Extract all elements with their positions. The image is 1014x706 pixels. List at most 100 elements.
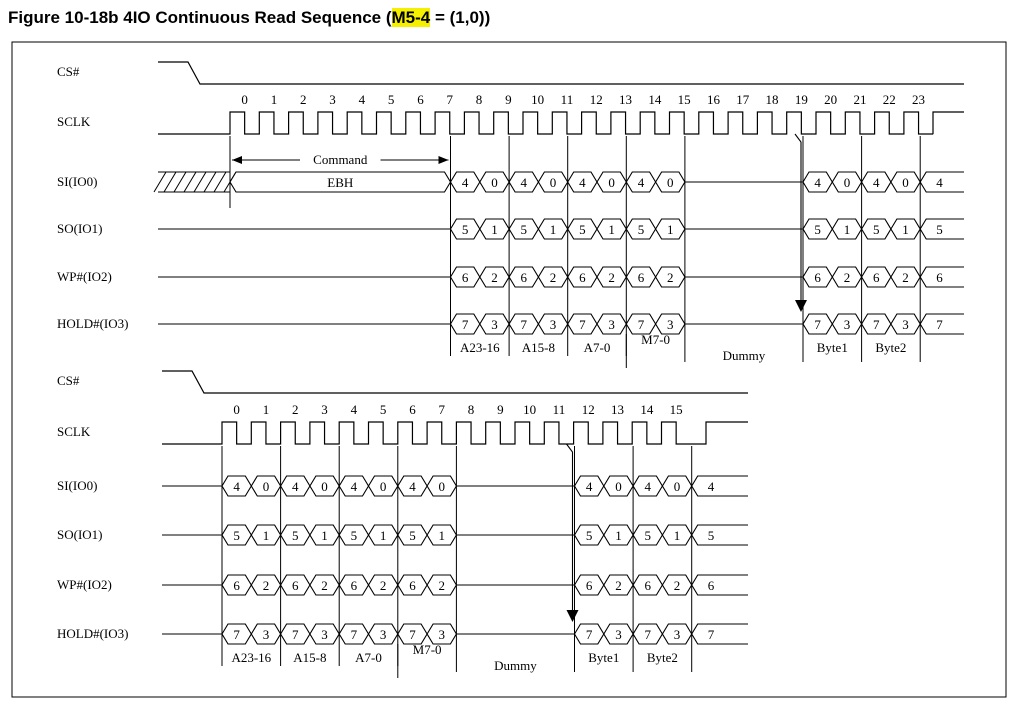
signal-label: HOLD#(IO3) [57,316,128,331]
clock-number: 2 [292,402,299,417]
si-cell: 4 [521,175,528,190]
clock-number: 2 [300,92,307,107]
si-cell: 0 [615,479,622,494]
si-cell: 0 [674,479,681,494]
so-cell: 1 [550,222,557,237]
clock-number: 10 [531,92,544,107]
clock-number: 14 [648,92,662,107]
signal-label: CS# [57,373,80,388]
wp-cell: 6 [409,578,416,593]
tail-value: 6 [936,270,943,285]
wp-cell: 2 [667,270,674,285]
si-cell: 4 [351,479,358,494]
so-cell: 1 [321,528,328,543]
si-cell: 4 [579,175,586,190]
hold-cell: 3 [902,317,909,332]
hatch-stroke [173,171,187,193]
si-cell: 4 [586,479,593,494]
tail-value: 7 [936,317,943,332]
so-cell: 5 [462,222,469,237]
tail-value: 4 [708,479,715,494]
hold-cell: 3 [321,627,328,642]
wp-cell: 2 [550,270,557,285]
tail-top [691,524,748,536]
clock-number: 6 [409,402,416,417]
hold-cell: 3 [608,317,615,332]
hatch-box [158,172,230,192]
wp-cell: 6 [814,270,821,285]
title-suffix: = (1,0)) [430,8,491,27]
wp-cell: 6 [579,270,586,285]
tail-bottom [691,633,748,645]
clock-number: 23 [912,92,925,107]
si-cell: 4 [409,479,416,494]
si-cell: 4 [292,479,299,494]
sclk-waveform [162,421,748,445]
so-cell: 1 [491,222,498,237]
phase-label: A23-16 [231,650,271,665]
phase-label: A15-8 [293,650,326,665]
hatch-stroke [203,171,217,193]
signal-label: HOLD#(IO3) [57,626,128,641]
phase-label: Dummy [494,658,537,673]
tail-top [919,218,964,230]
sclk-waveform [158,111,964,135]
wp-cell: 2 [615,578,622,593]
hold-cell: 3 [550,317,557,332]
hold-cell: 7 [409,627,416,642]
phase-label: Byte2 [875,340,906,355]
si-cell: 0 [608,175,615,190]
so-cell: 1 [844,222,851,237]
wp-cell: 2 [844,270,851,285]
wp-cell: 6 [233,578,240,593]
so-cell: 1 [902,222,909,237]
clock-number: 5 [388,92,395,107]
tail-top [691,475,748,487]
clock-number: 9 [505,92,512,107]
tail-bottom [919,323,964,335]
tail-bottom [691,485,748,497]
si-cell: 0 [667,175,674,190]
command-value: EBH [327,175,353,190]
clock-number: 17 [736,92,750,107]
signal-label: CS# [57,64,80,79]
wp-cell: 2 [321,578,328,593]
clock-number: 12 [590,92,603,107]
clock-number: 20 [824,92,837,107]
signal-label: SO(IO1) [57,527,103,542]
hold-cell: 7 [351,627,358,642]
so-cell: 5 [292,528,299,543]
clock-number: 16 [707,92,721,107]
turnaround-line [794,133,802,304]
clock-number: 19 [795,92,808,107]
title-prefix: Figure 10-18b 4IO Continuous Read Sequen… [8,8,392,27]
clock-number: 1 [271,92,278,107]
tail-bottom [691,584,748,596]
top-sequence: CS#SCLKSI(IO0)SO(IO1)WP#(IO2)HOLD#(IO3)0… [57,61,964,368]
clock-number: 13 [619,92,632,107]
si-cell: 0 [844,175,851,190]
diagram-frame [11,41,1007,698]
clock-number: 11 [561,92,574,107]
turnaround-line [566,443,574,614]
tail-value: 5 [708,528,715,543]
clock-number: 0 [241,92,248,107]
phase-label: A15-8 [522,340,555,355]
turnaround-arrowhead [566,610,579,622]
arrowhead-right [438,156,449,164]
tail-top [691,574,748,586]
so-cell: 1 [263,528,270,543]
figure-title: Figure 10-18b 4IO Continuous Read Sequen… [8,8,490,28]
si-cell: 0 [491,175,498,190]
clock-number: 15 [678,92,691,107]
wp-cell: 6 [292,578,299,593]
phase-label: M7-0 [413,642,442,657]
wp-cell: 2 [380,578,387,593]
clock-number: 3 [329,92,336,107]
so-cell: 5 [645,528,652,543]
phase-label: A23-16 [460,340,500,355]
so-cell: 5 [521,222,528,237]
hatch-stroke [193,171,207,193]
si-cell: 4 [873,175,880,190]
so-cell: 5 [814,222,821,237]
